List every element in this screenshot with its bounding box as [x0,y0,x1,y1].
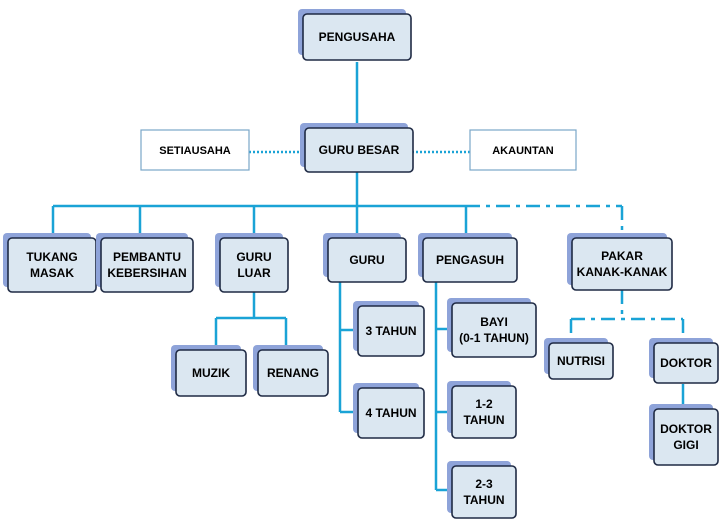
node-label: BAYI [480,315,508,329]
node-guru: GURU [323,233,407,283]
node-box [302,13,412,61]
node-label: 4 TAHUN [365,406,416,420]
node-label: DOKTOR [660,422,712,436]
node-box [422,237,518,283]
node-pakar-kanak: PAKAR KANAK-KANAK [567,233,673,291]
node-box [7,237,97,293]
node-label: GURU [236,250,271,264]
node-box [257,349,329,397]
node-label: 2-3 [475,477,493,491]
node-tiga-tahun: 3 TAHUN [353,301,425,357]
node-label: PENGASUH [436,253,504,267]
node-label: KANAK-KANAK [577,265,668,279]
node-box [451,465,517,519]
node-muzik: MUZIK [171,345,247,397]
node-box [357,387,425,439]
node-pengasuh: PENGASUH [418,233,518,283]
node-box [219,237,289,293]
node-label: TUKANG [26,250,77,264]
node-doktor-gigi: DOKTOR GIGI [649,404,719,466]
node-box [304,127,414,173]
node-bayi: BAYI (0-1 TAHUN) [447,298,537,358]
node-box [653,342,719,384]
node-box [175,349,247,397]
node-label: DOKTOR [660,356,712,370]
node-guru-besar: GURU BESAR [300,123,414,173]
node-label: TAHUN [463,413,504,427]
node-label: PEMBANTU [113,250,181,264]
nodes: PENGUSAHA GURU BESAR SETIAUSAHA AKAUNTAN TUK… [3,9,719,519]
node-pengusaha: PENGUSAHA [298,9,412,61]
node-label: NUTRISI [557,354,605,368]
node-label: GURU [349,253,384,267]
node-label: SETIAUSAHA [159,145,231,157]
node-box [469,129,577,171]
node-label: TAHUN [463,493,504,507]
node-box [357,305,425,357]
connectors [51,62,685,492]
node-box [100,237,194,293]
node-label: MASAK [30,266,74,280]
node-box [451,385,517,439]
node-nutrisi: NUTRISI [544,338,614,380]
node-label: AKAUNTAN [492,145,554,157]
node-label: 3 TAHUN [365,324,416,338]
node-renang: RENANG [253,345,329,397]
node-tukang-masak: TUKANG MASAK [3,233,97,293]
node-label: PAKAR [601,249,643,263]
node-label: RENANG [267,366,319,380]
node-label: GURU BESAR [319,143,400,157]
node-setiausaha: SETIAUSAHA [140,129,250,171]
node-label: LUAR [237,266,271,280]
node-doktor: DOKTOR [649,338,719,384]
node-label: MUZIK [192,366,230,380]
node-label: KEBERSIHAN [107,266,186,280]
node-box [451,302,537,358]
node-empat-tahun: 4 TAHUN [353,383,425,439]
node-box [548,342,614,380]
node-box [653,408,719,466]
node-pembantu-kebersihan: PEMBANTU KEBERSIHAN [96,233,194,293]
node-label: GIGI [673,438,698,452]
node-label: 1-2 [475,397,493,411]
node-akauntan: AKAUNTAN [469,129,577,171]
node-label: (0-1 TAHUN) [459,331,529,345]
node-box [140,129,250,171]
node-box [327,237,407,283]
node-box [571,237,673,291]
node-guru-luar: GURU LUAR [215,233,289,293]
node-label: PENGUSAHA [319,30,396,44]
